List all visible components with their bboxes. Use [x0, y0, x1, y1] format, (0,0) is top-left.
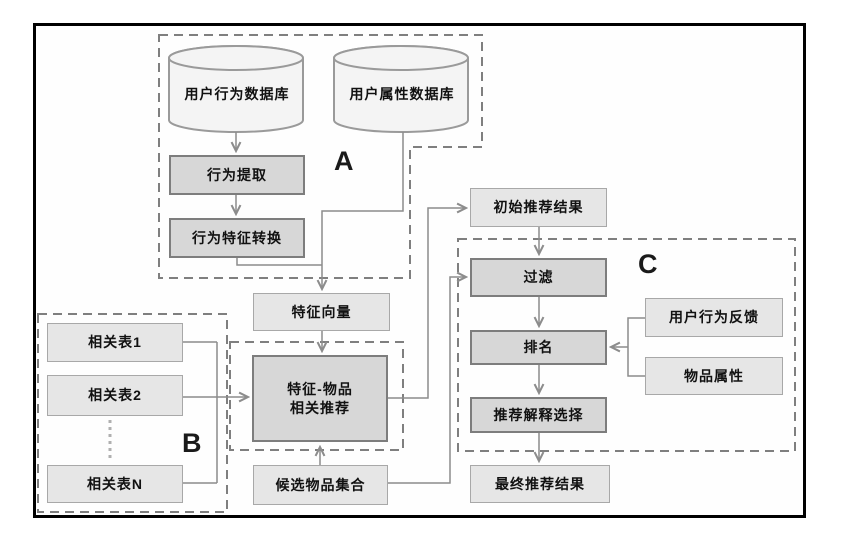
feature-item-recommendation-box: 特征-物品 相关推荐: [252, 355, 388, 442]
user-attr-db-label: 用户属性数据库: [349, 86, 455, 102]
final-rec-results-box: 最终推荐结果: [470, 465, 610, 503]
group-a-label: A: [334, 146, 354, 176]
behavior-extraction-box: 行为提取: [169, 155, 305, 195]
filter-box: 过滤: [470, 258, 607, 297]
edge-featureitemrec-to-initialresults: [388, 208, 466, 399]
user-behavior-db-label: 用户行为数据库: [184, 86, 290, 102]
user-attr-db-cylinder: [333, 45, 469, 133]
initial-rec-results-box: 初始推荐结果: [470, 188, 607, 227]
edge-attrdb-to-featurevector: [322, 132, 404, 289]
candidate-item-set-box: 候选物品集合: [253, 465, 388, 505]
edge-candidates-to-filter: [388, 277, 466, 484]
user-behavior-feedback-box: 用户行为反馈: [645, 298, 783, 337]
user-behavior-db-cylinder: [168, 45, 304, 133]
group-c-outline: [457, 238, 796, 452]
group-c-label: C: [638, 249, 658, 279]
connectors: [183, 132, 645, 484]
feature-item-rec-line2: 相关推荐: [289, 399, 350, 416]
group-a-outline: [158, 34, 483, 279]
ranking-box: 排名: [470, 330, 607, 365]
rec-explanation-selection-box: 推荐解释选择: [470, 397, 607, 433]
group-b-label: B: [182, 428, 202, 458]
related-table-2-box: 相关表2: [47, 375, 183, 416]
feature-vector-box: 特征向量: [253, 293, 390, 331]
behavior-feature-conversion-box: 行为特征转换: [169, 218, 305, 258]
edge-feedback-attr-bracket: [627, 317, 645, 377]
related-table-n-box: 相关表N: [47, 465, 183, 503]
feature-item-rec-line1: 特征-物品: [287, 380, 353, 397]
item-attributes-box: 物品属性: [645, 357, 783, 395]
group-b-outline: [37, 313, 228, 513]
related-table-1-box: 相关表1: [47, 323, 183, 362]
edge-conversion-merge: [236, 258, 322, 266]
